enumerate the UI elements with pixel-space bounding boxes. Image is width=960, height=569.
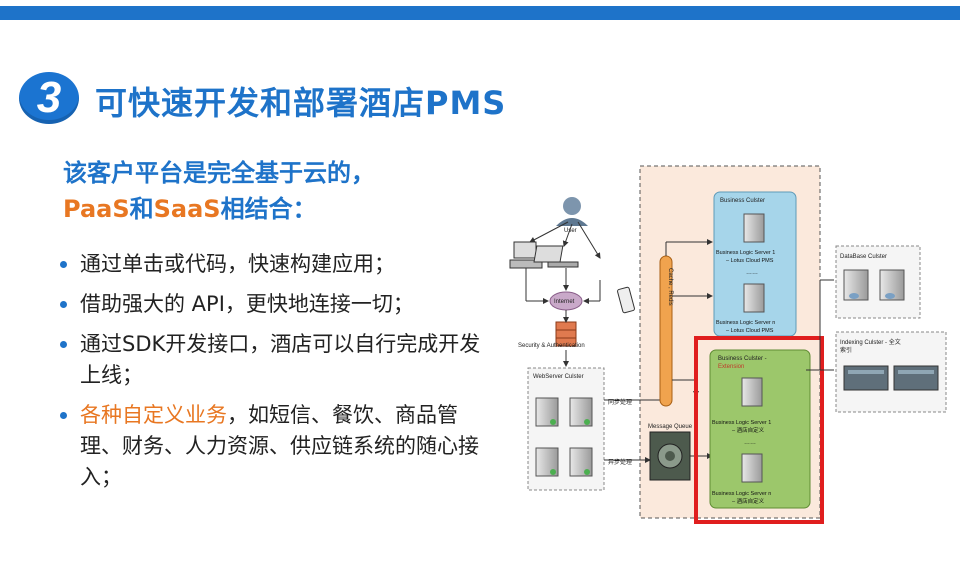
server-icon: [741, 377, 763, 407]
ext1-label: Business Logic Server 1: [712, 420, 771, 426]
feature-list: 通过单击或代码，快速构建应用； 借助强大的 API，更快地连接一切； 通过SDK…: [58, 249, 498, 502]
ext-title-label: Business Culster -: [718, 356, 767, 362]
sync-label: 同步处理: [608, 398, 632, 406]
user-icon: [556, 197, 588, 226]
mq-label: Message Queue: [648, 424, 693, 430]
extension-highlight-box: [694, 336, 824, 524]
page-title: 可快速开发和部署酒店PMS: [95, 84, 507, 122]
feature-highlight: 各种自定义业务: [80, 403, 227, 427]
dots-label: ……: [744, 440, 756, 446]
feature-text: 通过单击或代码，快速构建应用；: [80, 252, 395, 276]
internet-label: Internet: [554, 299, 575, 305]
feature-text: 通过SDK开发接口，酒店可以自行完成开发上线；: [80, 332, 481, 387]
feature-item: 借助强大的 API，更快地连接一切；: [58, 289, 498, 320]
bls1-sub-label: – Lotus Cloud PMS: [726, 258, 774, 264]
business-cluster-label: Business Culster: [720, 198, 765, 204]
top-accent-bar: [0, 6, 960, 20]
subtitle-suffix: 相结合：: [220, 195, 317, 223]
extn-label: Business Logic Server n: [712, 491, 771, 497]
and-label: 和: [129, 195, 154, 223]
feature-item: 各种自定义业务，如短信、餐饮、商品管理、财务、人力资源、供应链系统的随心接入；: [58, 400, 498, 493]
message-queue-icon: [649, 431, 691, 481]
connector-line: [577, 221, 601, 259]
server-icon: [569, 397, 593, 427]
database-server-icon: [879, 269, 905, 301]
server-icon: [743, 283, 765, 313]
laptop-icon: [533, 245, 579, 268]
extn-sub-label: – 酒店自定义: [732, 497, 765, 505]
feature-item: 通过SDK开发接口，酒店可以自行完成开发上线；: [58, 329, 498, 391]
desktop-computer-icon: [509, 241, 543, 269]
saas-label: SaaS: [153, 195, 221, 223]
database-cluster-label: DataBase Culster: [840, 254, 887, 260]
mobile-device-icon: [617, 286, 635, 314]
connector-line: [562, 223, 573, 247]
ext1-sub-label: – 酒店自定义: [732, 426, 765, 434]
subtitle-line2: PaaS和SaaS相结合：: [63, 191, 375, 227]
server-icon: [743, 213, 765, 243]
feature-text: ，如短信、餐饮、商品管理、财务、人力资源、供应链系统的随心接入；: [80, 403, 479, 489]
step-number-badge: 3: [19, 72, 79, 124]
cache-label: Cache , Redis: [667, 268, 673, 306]
blsn-label: Business Logic Server n: [716, 320, 775, 326]
architecture-diagram: User Internet Security & Authentication …: [509, 165, 947, 524]
server-icon: [535, 447, 559, 477]
extension-cluster-box: [709, 349, 811, 509]
rack-server-icon: [843, 365, 889, 391]
ext-sub-label: Extension: [718, 364, 744, 370]
bls1-label: Business Logic Server 1: [716, 250, 775, 256]
database-server-icon: [843, 269, 869, 301]
dots-label: ……: [746, 270, 758, 276]
feature-text: 借助强大的 API，更快地连接一切；: [80, 292, 414, 316]
rack-server-icon: [893, 365, 939, 391]
indexing-label-2: 索引: [840, 346, 852, 354]
server-icon: [569, 447, 593, 477]
paas-label: PaaS: [63, 195, 130, 223]
blsn-sub-label: – Lotus Cloud PMS: [726, 328, 774, 334]
feature-item: 通过单击或代码，快速构建应用；: [58, 249, 498, 280]
connector-line: [529, 221, 569, 243]
server-icon: [741, 453, 763, 483]
user-label: User: [564, 228, 577, 234]
subtitle: 该客户平台是完全基于云的， PaaS和SaaS相结合：: [63, 155, 375, 227]
webserver-label: WebServer Culster: [533, 374, 584, 380]
indexing-label-1: Indexing Culster - 全文: [840, 338, 901, 346]
security-label: Security & Authentication: [518, 343, 585, 349]
async-label: 异步处理: [608, 458, 632, 466]
server-icon: [535, 397, 559, 427]
subtitle-line1: 该客户平台是完全基于云的，: [63, 159, 375, 187]
